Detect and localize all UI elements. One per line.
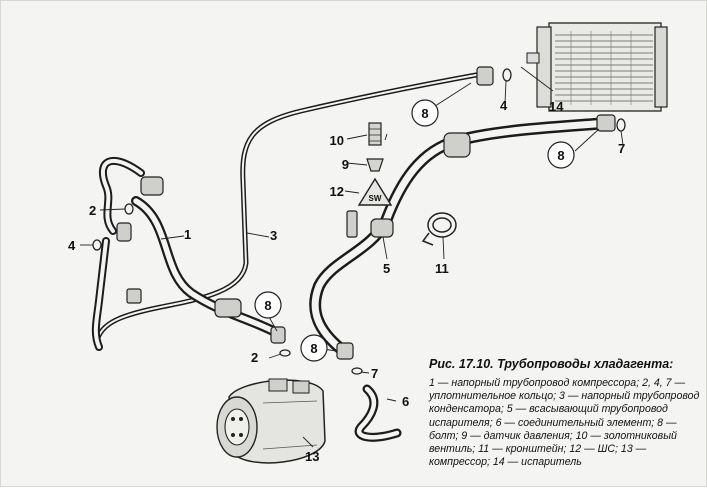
label-4-left: 4: [68, 238, 76, 253]
sw-symbol-12: SW: [357, 177, 393, 206]
label-8-lower: 8: [310, 341, 317, 356]
label-2-lower: 2: [251, 350, 258, 365]
label-8-suction: 8: [557, 148, 564, 163]
label-7-evap: 7: [618, 141, 625, 156]
label-8-evap: 8: [421, 106, 428, 121]
o-rings: [92, 68, 626, 375]
label-10: 10: [330, 133, 344, 148]
valve-10: [368, 122, 382, 146]
label-2-upper: 2: [89, 203, 96, 218]
label-8-pressure: 8: [264, 298, 271, 313]
caption-title: Рис. 17.10. Трубопроводы хладагента:: [429, 357, 674, 371]
evaporator: [526, 22, 668, 112]
pipe-fittings: [116, 66, 616, 360]
pressure-sensor-9: [366, 158, 384, 172]
label-5: 5: [383, 261, 390, 276]
label-7-lower: 7: [371, 366, 378, 381]
label-9: 9: [342, 157, 349, 172]
label-12: 12: [330, 184, 344, 199]
caption-legend: 1 — напорный трубопровод компрессора; 2,…: [429, 377, 700, 469]
label-6: 6: [402, 394, 409, 409]
compressor: [216, 378, 326, 464]
label-3: 3: [270, 228, 277, 243]
bolt-callouts: [254, 99, 575, 362]
label-13: 13: [305, 449, 319, 464]
label-14: 14: [549, 99, 564, 114]
leader-lines: [80, 66, 624, 448]
sw-symbol-label: SW: [369, 194, 382, 203]
label-4-evap: 4: [500, 98, 508, 113]
label-11: 11: [435, 261, 449, 276]
label-1: 1: [184, 227, 191, 242]
bracket-11: [421, 212, 457, 246]
figure-caption: Рис. 17.10. Трубопроводы хладагента: 1 —…: [429, 357, 701, 469]
